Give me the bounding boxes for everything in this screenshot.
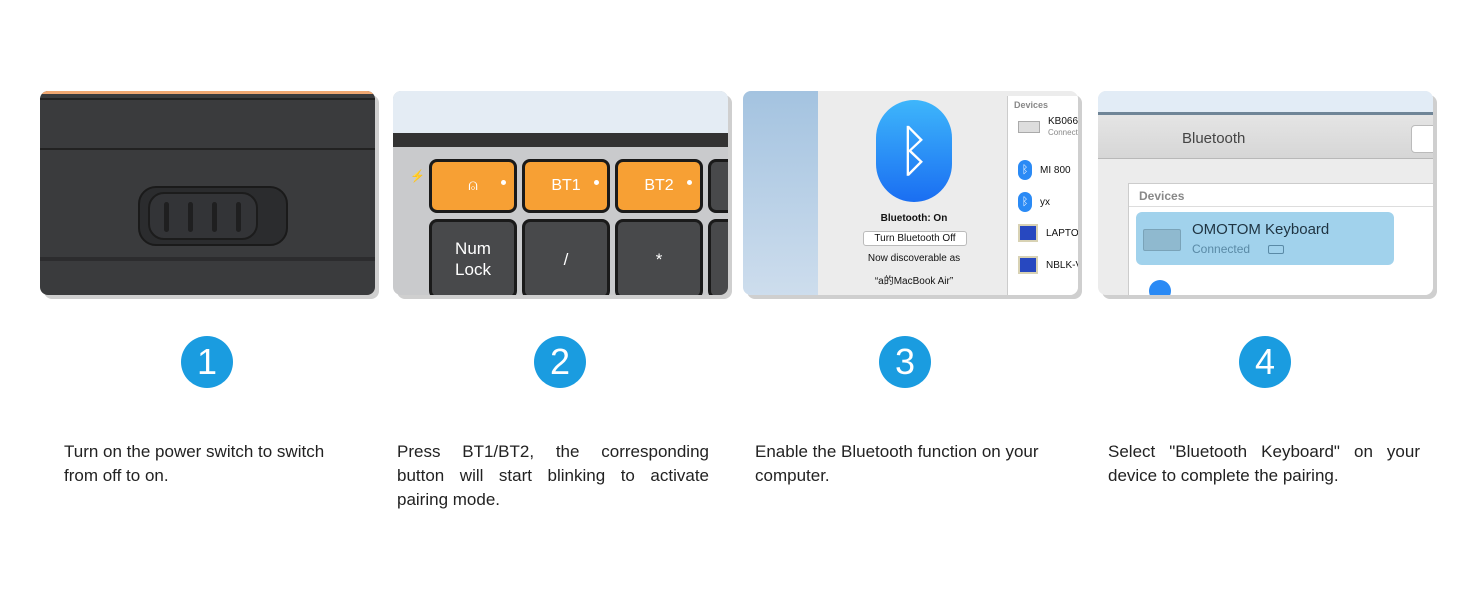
monitor-icon: [1018, 224, 1038, 242]
bt1-key: BT1: [522, 159, 610, 213]
step-3-badge: 3: [879, 336, 931, 388]
power-switch: [138, 186, 288, 246]
step-1-badge: 1: [181, 336, 233, 388]
window-title: Bluetooth: [1182, 130, 1246, 147]
device-item[interactable]: KB066Connected: [1018, 116, 1078, 138]
bt1-label: BT1: [551, 177, 581, 194]
step-1-text: Turn on the power switch to switch from …: [64, 442, 325, 485]
bluetooth-icon: [1149, 280, 1171, 295]
power-switch-image: [40, 91, 375, 295]
slash-key: /: [522, 219, 610, 295]
bt2-key: BT2: [615, 159, 703, 213]
computer-name: “a的MacBook Air”: [874, 276, 954, 287]
step-4-text: Select "Bluetooth Keyboard" on your devi…: [1108, 442, 1420, 485]
bluetooth-icon: ᛒ: [1018, 192, 1032, 212]
wireless-icon: ⍝: [468, 177, 478, 194]
device-name: OMOTOM Keyboard: [1192, 221, 1330, 238]
turn-bluetooth-off-button[interactable]: Turn Bluetooth Off: [863, 231, 967, 246]
charge-icon: ⚡: [410, 169, 425, 183]
device-item[interactable]: LAPTO: [1018, 224, 1078, 242]
omotom-keyboard-item[interactable]: OMOTOM Keyboard Connected: [1136, 212, 1394, 265]
step-2-text: Press BT1/BT2, the corresponding button …: [397, 442, 709, 509]
device-item[interactable]: NBLK-V: [1018, 256, 1078, 274]
star-key: *: [615, 219, 703, 295]
devices-list: Devices OMOTOM Keyboard Connected: [1128, 183, 1433, 295]
monitor-icon: [1018, 256, 1038, 274]
numlock-key: Num Lock: [429, 219, 517, 295]
battery-icon: [1268, 245, 1284, 254]
keyboard-icon: [1018, 121, 1040, 133]
pairing-key: ⍝: [429, 159, 517, 213]
devices-list: Devices KB066Connected ᛒMI 800 ᛒyx LAPTO…: [1007, 96, 1078, 295]
bluetooth-icon: ᛒ: [876, 100, 952, 202]
bt2-label: BT2: [644, 177, 674, 194]
step-4-badge: 4: [1239, 336, 1291, 388]
keyboard-keys-image: ⍝ BT1 BT2 Num Lock / * ⚡: [393, 91, 728, 295]
devices-header: Devices: [1139, 189, 1185, 203]
bluetooth-status: Bluetooth: On: [880, 213, 948, 224]
bluetooth-icon: ᛒ: [1018, 160, 1032, 180]
keyboard-icon: [1143, 229, 1181, 251]
slash-label: /: [563, 249, 569, 269]
device-status: Connected: [1192, 242, 1251, 256]
discoverable-label: Now discoverable as: [867, 253, 961, 264]
numlock-label: Num Lock: [455, 239, 491, 279]
bluetooth-preferences: Bluetooth Devices OMOTOM Keyboard Connec…: [1098, 91, 1433, 295]
step-2-badge: 2: [534, 336, 586, 388]
mac-bluetooth-settings: ᛒ Bluetooth: On Turn Bluetooth Off Now d…: [743, 91, 1078, 295]
devices-header: Devices: [1014, 100, 1049, 110]
star-label: *: [655, 249, 663, 269]
step-3-text: Enable the Bluetooth function on your co…: [755, 442, 1039, 485]
